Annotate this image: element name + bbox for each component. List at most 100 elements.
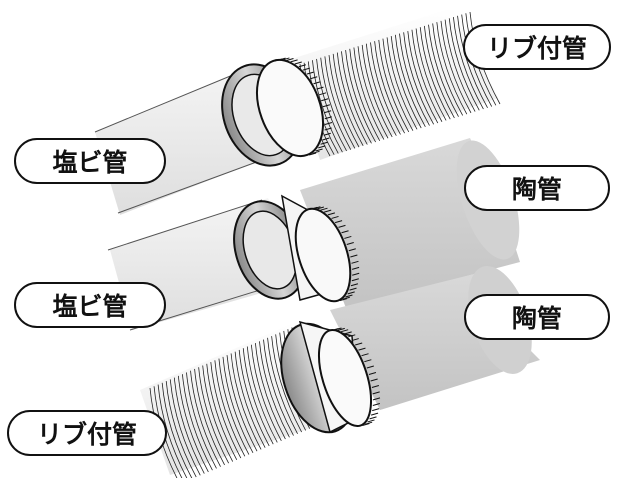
- rib-line: [259, 341, 290, 438]
- rib-line: [332, 53, 364, 147]
- rib-line: [198, 367, 230, 464]
- rib-line: [361, 44, 393, 138]
- coupling-tooth: [372, 391, 380, 395]
- rib-line: [177, 375, 209, 473]
- label-pvc-pipe-top: 塩ビ管: [14, 138, 166, 184]
- rib-line: [182, 374, 213, 471]
- rib-line: [230, 353, 262, 450]
- rib-line: [440, 20, 472, 114]
- label-pvc-pipe-middle: 塩ビ管: [14, 282, 166, 328]
- coupling-tooth: [321, 98, 329, 102]
- coupling-tooth: [282, 57, 290, 61]
- coupling-tooth: [318, 92, 327, 96]
- rib-line: [320, 57, 352, 150]
- label-clay-pipe-bottom: 陶管: [464, 294, 610, 340]
- rib-line: [345, 50, 376, 143]
- coupling-tooth: [322, 104, 331, 108]
- coupling-tooth: [286, 58, 294, 62]
- rib-line: [341, 51, 372, 144]
- rib-line: [190, 370, 221, 467]
- coupling-tooth: [372, 397, 381, 401]
- coupling-top: [221, 57, 333, 167]
- coupling-tooth: [337, 327, 345, 331]
- rib-line: [255, 342, 286, 440]
- rib-line: [448, 18, 480, 111]
- rib-line: [246, 346, 278, 443]
- label-rib-pipe-top: リブ付管: [463, 24, 611, 70]
- coupling-tooth: [367, 419, 375, 423]
- coupling-tooth: [348, 334, 356, 338]
- rib-line: [378, 39, 410, 133]
- coupling-tooth: [351, 260, 359, 264]
- coupling-tooth: [349, 287, 357, 291]
- coupling-tooth: [372, 408, 380, 412]
- coupling-tooth: [366, 365, 374, 369]
- coupling-tooth: [341, 329, 349, 333]
- rib-line: [349, 48, 381, 141]
- coupling-tooth: [344, 331, 352, 335]
- rib-line: [432, 23, 464, 116]
- coupling-tooth: [362, 423, 370, 427]
- rib-line: [436, 22, 468, 115]
- rib-line: [423, 25, 455, 119]
- coupling-tooth: [318, 145, 326, 149]
- coupling-tooth: [320, 141, 328, 145]
- coupling-tooth: [369, 416, 377, 420]
- rib-line: [173, 377, 205, 474]
- coupling-tooth: [323, 132, 331, 136]
- coupling-tooth: [355, 342, 363, 346]
- rib-line: [206, 363, 238, 460]
- coupling-tooth: [344, 235, 352, 239]
- rib-line: [238, 349, 270, 447]
- rib-line: [169, 379, 201, 476]
- coupling-tooth: [348, 248, 356, 252]
- rib-line: [357, 46, 389, 139]
- coupling-tooth: [308, 152, 317, 156]
- coupling-tooth: [324, 209, 332, 213]
- coupling-tooth: [294, 61, 302, 65]
- rib-line: [394, 34, 426, 128]
- rib-line: [194, 368, 225, 466]
- coupling-tooth: [339, 298, 347, 302]
- coupling-tooth: [327, 212, 336, 216]
- coupling-tooth: [342, 296, 350, 300]
- coupling-tooth: [290, 59, 298, 63]
- coupling-tooth: [358, 347, 366, 351]
- rib-line: [419, 27, 451, 120]
- label-rib-pipe-bottom: リブ付管: [7, 410, 167, 456]
- coupling-tooth: [365, 421, 373, 425]
- rib-line: [316, 58, 347, 152]
- rib-line: [382, 38, 414, 131]
- rib-line: [161, 382, 193, 478]
- coupling-tooth: [371, 385, 380, 388]
- coupling-tooth: [364, 359, 372, 363]
- rib-line: [202, 365, 234, 462]
- coupling-tooth: [306, 71, 314, 75]
- coupling-tooth: [341, 230, 349, 234]
- coupling-tooth: [372, 403, 380, 406]
- rib-line: [214, 360, 246, 457]
- rib-line: [407, 30, 439, 124]
- rib-line: [222, 356, 254, 454]
- coupling-tooth: [278, 57, 286, 61]
- coupling-tooth: [347, 291, 355, 295]
- coupling-tooth: [331, 215, 339, 219]
- rib-line: [165, 381, 197, 478]
- rib-line: [370, 42, 401, 135]
- coupling-tooth: [351, 338, 359, 342]
- rib-line: [210, 362, 242, 459]
- rib-line: [415, 28, 447, 121]
- coupling-tooth: [313, 206, 321, 210]
- rib-line: [226, 355, 258, 452]
- rib-line: [428, 24, 459, 117]
- coupling-tooth: [324, 122, 333, 125]
- coupling-tooth: [345, 294, 353, 298]
- rib-line: [399, 33, 430, 126]
- label-clay-pipe-middle: 陶管: [464, 165, 610, 211]
- coupling-tooth: [323, 110, 332, 114]
- coupling-tooth: [320, 207, 328, 211]
- coupling-tooth: [352, 272, 360, 276]
- coupling-tooth: [346, 242, 354, 245]
- rib-line: [271, 336, 302, 433]
